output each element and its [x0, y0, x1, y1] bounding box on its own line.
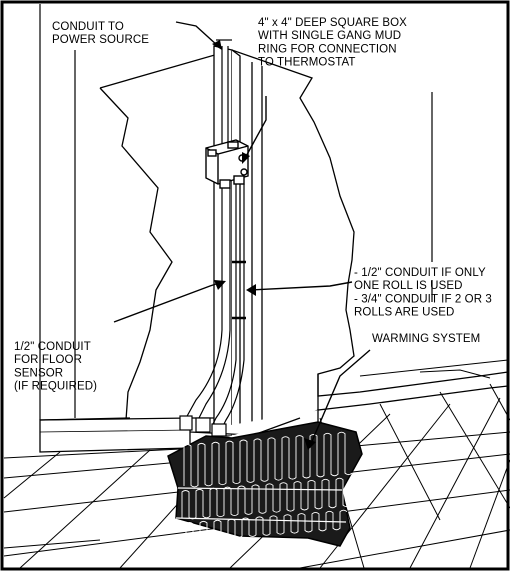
callout-line: ROLLS ARE USED	[354, 307, 454, 319]
callout-line: 1/2" CONDUIT	[14, 341, 91, 353]
callout-line: SENSOR	[14, 367, 63, 379]
room-wall-lines	[39, 4, 433, 420]
callout-line: - 1/2" CONDUIT IF ONLY	[354, 267, 486, 279]
callout-line: WITH SINGLE GANG MUD	[258, 30, 401, 42]
arrow-electrical-box	[242, 152, 250, 164]
leader-electrical-box	[243, 96, 267, 161]
arrow-conduit-sizes	[246, 284, 256, 296]
left-baseboard	[39, 417, 191, 453]
callout-line: RING FOR CONNECTION	[258, 43, 397, 55]
heating-cable-run	[185, 509, 348, 542]
callout-line: TO THERMOSTAT	[258, 57, 356, 69]
callout-line: WARMING SYSTEM	[372, 333, 480, 345]
arrow-heads	[212, 40, 316, 450]
arrow-power-source	[212, 40, 222, 50]
callout-line: POWER SOURCE	[52, 34, 149, 46]
arrow-floor-sensor	[214, 280, 226, 290]
arrow-warming-system	[304, 438, 316, 450]
right-baseboard	[317, 359, 509, 411]
heating-cable-run	[181, 477, 351, 520]
callout-line: 4" x 4" DEEP SQUARE BOX	[258, 17, 407, 29]
callout-line: ONE ROLL IS USED	[354, 280, 463, 292]
callout-line: - 3/4" CONDUIT IF 2 OR 3	[354, 293, 492, 305]
warming-mat	[167, 421, 363, 547]
callout-line: FOR FLOOR	[14, 354, 82, 366]
leader-conduit-sizes	[249, 281, 353, 291]
wall-cutaway-outline	[99, 49, 355, 421]
heating-cable-run	[183, 431, 353, 488]
leader-warming-system	[309, 349, 371, 447]
callout-line: (IF REQUIRED)	[14, 381, 97, 393]
callout-warming-system: WARMING SYSTEM	[372, 333, 480, 345]
callout-line: CONDUIT TO	[52, 21, 124, 33]
leader-power-source	[175, 21, 219, 47]
heating-cable-pattern	[181, 431, 353, 542]
electrical-box	[205, 139, 249, 189]
down-conduits	[179, 184, 246, 437]
warming-mat-body	[167, 421, 363, 547]
